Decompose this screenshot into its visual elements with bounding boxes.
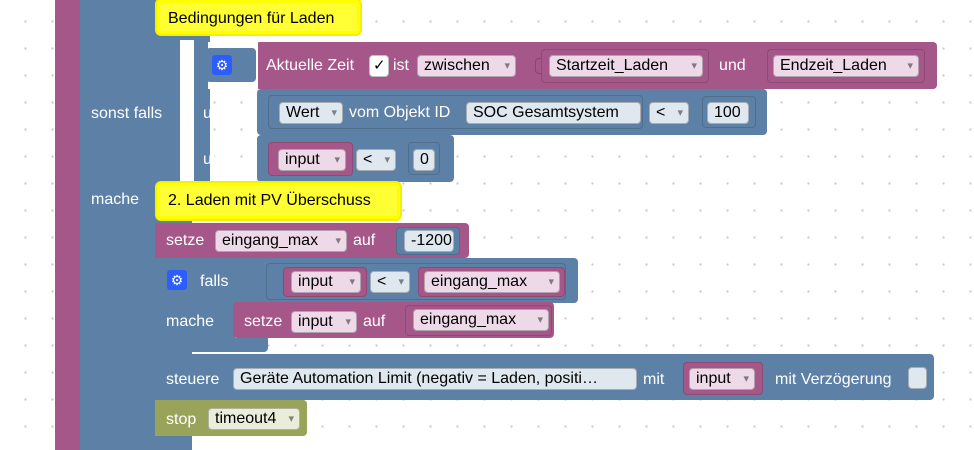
stop-label: stop — [166, 411, 197, 428]
falls-do-tail — [155, 338, 268, 352]
number-1200-field[interactable]: -1200 — [404, 230, 454, 252]
auf-label-2: auf — [363, 313, 386, 330]
eingang-max-dropdown-2[interactable]: eingang_max — [424, 271, 560, 293]
geraete-automation-field[interactable]: Geräte Automation Limit (negativ = Laden… — [233, 368, 637, 390]
wert-dropdown[interactable]: Wert — [279, 102, 343, 124]
compare-operator-3[interactable]: < — [370, 271, 410, 293]
auf-label-1: auf — [353, 232, 376, 249]
und-zeit-label: und — [719, 57, 746, 74]
falls-label: falls — [200, 273, 229, 290]
mit-verzoegerung-label: mit Verzögerung — [775, 371, 892, 388]
compare-operator-1[interactable]: < — [649, 102, 689, 124]
number-100-field[interactable]: 100 — [707, 102, 749, 124]
input-dropdown-2[interactable]: input — [291, 271, 361, 293]
falls-do-area — [155, 300, 235, 342]
eingang-max-dropdown-3[interactable]: eingang_max — [413, 309, 549, 331]
number-0-field[interactable]: 0 — [413, 149, 435, 171]
startzeit-dropdown[interactable]: Startzeit_Laden — [549, 55, 703, 77]
steuere-label: steuere — [166, 371, 220, 388]
sonst-falls-label: sonst falls — [91, 105, 163, 122]
soc-object-field[interactable]: SOC Gesamtsystem — [466, 102, 641, 124]
eingang-max-dropdown-1[interactable]: eingang_max — [215, 230, 347, 252]
outer-block-rail — [55, 0, 80, 450]
verzoegerung-checkbox[interactable] — [908, 367, 927, 389]
input-dropdown-4[interactable]: input — [689, 368, 755, 390]
und-label-2: und — [203, 151, 230, 168]
input-dropdown-1[interactable]: input — [278, 149, 346, 171]
if-block-condition-notch — [180, 40, 194, 182]
timeout-dropdown[interactable]: timeout4 — [208, 408, 300, 430]
gear-icon[interactable]: ⚙ — [212, 55, 232, 75]
mache-label: mache — [91, 191, 140, 208]
setze-label-2: setze — [244, 313, 283, 330]
operator-dropdown-zwischen[interactable]: zwischen — [417, 55, 516, 77]
comment-pv-ueberschuss[interactable]: 2. Laden mit PV Überschuss — [157, 183, 400, 219]
gear-icon[interactable]: ⚙ — [167, 270, 187, 290]
und-label-1: und — [203, 105, 230, 122]
setze-label-1: setze — [166, 232, 205, 249]
mache-label-2: mache — [166, 313, 215, 330]
endzeit-dropdown[interactable]: Endzeit_Laden — [773, 55, 919, 77]
comment-bedingungen[interactable]: Bedingungen für Laden — [157, 0, 360, 34]
vom-objekt-label: vom Objekt ID — [349, 104, 451, 121]
ist-label: ist — [393, 57, 409, 74]
compare-operator-2[interactable]: < — [356, 149, 396, 171]
mit-label: mit — [643, 371, 665, 388]
input-dropdown-3[interactable]: input — [291, 311, 357, 333]
aktuelle-zeit-label: Aktuelle Zeit — [266, 57, 355, 74]
zeit-checkbox[interactable]: ✓ — [369, 55, 389, 77]
mache-stack-spine — [150, 220, 158, 450]
